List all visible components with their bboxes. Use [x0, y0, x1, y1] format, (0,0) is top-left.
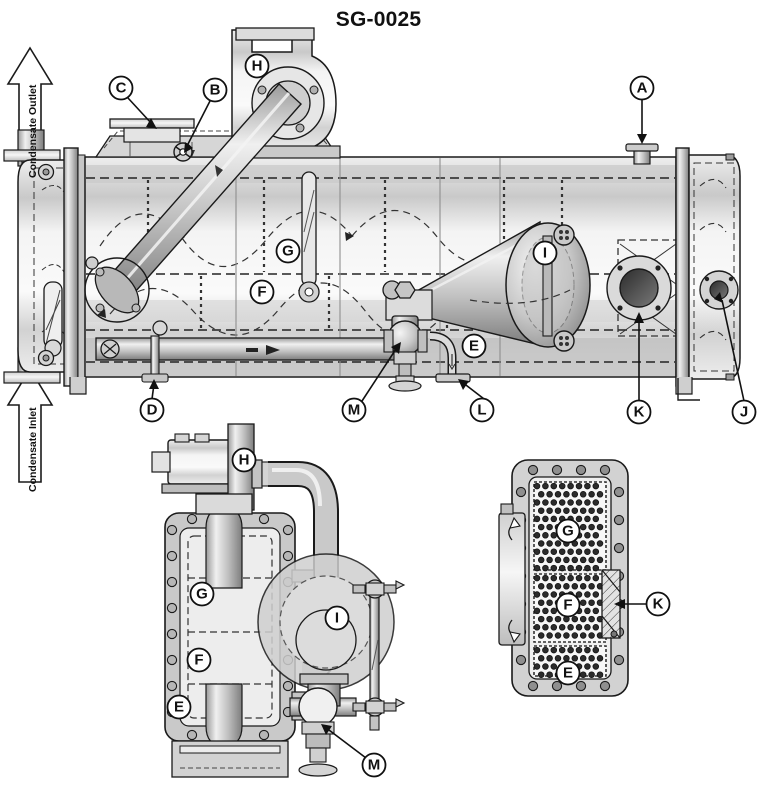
callout-M2[interactable]: M [361, 752, 387, 778]
left-tubesheet-flange [63, 147, 86, 387]
arrow-A [637, 134, 647, 144]
callout-G2[interactable]: G [189, 581, 215, 607]
arrow-M2 [321, 724, 332, 735]
inclined-burner-tube [84, 83, 302, 323]
callout-group-main: A B C D E [108, 53, 757, 425]
callout-B[interactable]: B [202, 77, 228, 103]
support-legs [69, 377, 700, 401]
gauge-valve-bottom[interactable] [352, 697, 406, 731]
view-tubesheet: G F E K [498, 459, 671, 697]
callout-A-label: A [637, 80, 648, 97]
callout-bubbles-main: A B C D E [108, 53, 757, 425]
callout-E3[interactable]: E [555, 660, 581, 686]
callout-I-label: I [543, 245, 547, 262]
arrow-M [391, 342, 401, 354]
water-column-gauge [352, 579, 406, 731]
callout-D-label: D [147, 402, 158, 419]
throat-bolt-top [553, 224, 575, 246]
drain-stem-D [141, 335, 169, 383]
leader-C [127, 97, 153, 125]
callout-E-label: E [469, 338, 479, 355]
callout-J[interactable]: J [731, 399, 757, 425]
leader-J [721, 299, 745, 402]
callout-K3-label: K [653, 596, 664, 613]
leader-B [186, 100, 211, 147]
callout-E[interactable]: E [461, 333, 487, 359]
tube-bundle-G [533, 481, 607, 572]
throat-bolt-bottom [553, 330, 575, 352]
right-end-nozzle-J [699, 270, 739, 310]
callout-E2-label: E [174, 699, 184, 716]
view-main-elevation [3, 27, 741, 483]
callout-C-label: C [116, 80, 127, 97]
callout-E2[interactable]: E [166, 694, 192, 720]
callout-M-label: M [348, 402, 361, 419]
callout-I2-label: I [335, 610, 339, 627]
leader-M [361, 345, 399, 402]
callout-J-label: J [740, 404, 748, 421]
flow-label-condensate-inlet: Condensate Inlet [27, 407, 39, 492]
arrow-J [714, 292, 723, 303]
arrow-K3 [614, 599, 625, 609]
combustion-throat-I [403, 220, 591, 352]
callout-group-tubesheet: G F E K [555, 518, 671, 686]
callout-F2[interactable]: F [186, 647, 212, 673]
callout-G-label: G [282, 243, 294, 260]
access-block-K [601, 569, 621, 639]
callout-M2-label: M [368, 757, 381, 774]
left-channel-head [17, 159, 71, 373]
condensate-inlet-arrow [6, 367, 54, 483]
arrow-K [634, 312, 644, 323]
vessel-end-body [164, 493, 296, 778]
view-end-elevation: H G F E I [151, 423, 406, 778]
flow-label-condensate-outlet: Condensate Outlet [27, 84, 39, 178]
arrow-C [146, 118, 157, 129]
arrow-D [149, 379, 159, 389]
callout-L-label: L [477, 402, 486, 419]
condensate-outlet-text: Condensate Outlet [27, 84, 39, 178]
callout-K-label: K [634, 404, 645, 421]
callout-F3-label: F [563, 597, 572, 614]
tubesheet-side-channel [498, 503, 526, 646]
callout-H2-label: H [239, 452, 250, 469]
callout-M[interactable]: M [341, 397, 367, 423]
callout-K3[interactable]: K [645, 591, 671, 617]
callout-H2[interactable]: H [231, 447, 257, 473]
callout-H-label: H [252, 58, 263, 75]
callout-C[interactable]: C [108, 75, 134, 101]
internal-probe [298, 171, 320, 303]
callout-H[interactable]: H [244, 53, 270, 79]
drain-elbow-L [429, 331, 471, 383]
callout-G3[interactable]: G [555, 518, 581, 544]
callout-F[interactable]: F [249, 279, 275, 305]
top-nozzle-A [625, 143, 659, 165]
callout-G3-label: G [562, 523, 574, 540]
callout-A[interactable]: A [629, 75, 655, 101]
motor-assembly [151, 433, 237, 494]
callout-G2-label: G [196, 586, 208, 603]
callout-B-label: B [210, 82, 221, 99]
callout-I2[interactable]: I [324, 605, 350, 631]
bottom-valve-assembly-M [382, 280, 433, 392]
callout-F3[interactable]: F [555, 592, 581, 618]
page-title: SG-0025 [335, 8, 422, 31]
arrow-B [184, 142, 193, 153]
callout-G[interactable]: G [275, 238, 301, 264]
callout-K[interactable]: K [626, 399, 652, 425]
callout-D[interactable]: D [139, 397, 165, 423]
right-tubesheet-flange [675, 147, 741, 387]
lower-internal-duct [95, 320, 397, 377]
callout-I[interactable]: I [532, 240, 558, 266]
callout-group-end-elevation: H G F E I [166, 447, 387, 778]
sight-glass-left [43, 281, 63, 357]
callout-F-label: F [257, 284, 266, 301]
gauge-valve-top[interactable] [352, 579, 406, 599]
callout-F2-label: F [194, 652, 203, 669]
arrow-L [458, 379, 469, 390]
condensate-inlet-text: Condensate Inlet [27, 407, 39, 492]
callout-E3-label: E [563, 665, 573, 682]
callout-L[interactable]: L [469, 397, 495, 423]
